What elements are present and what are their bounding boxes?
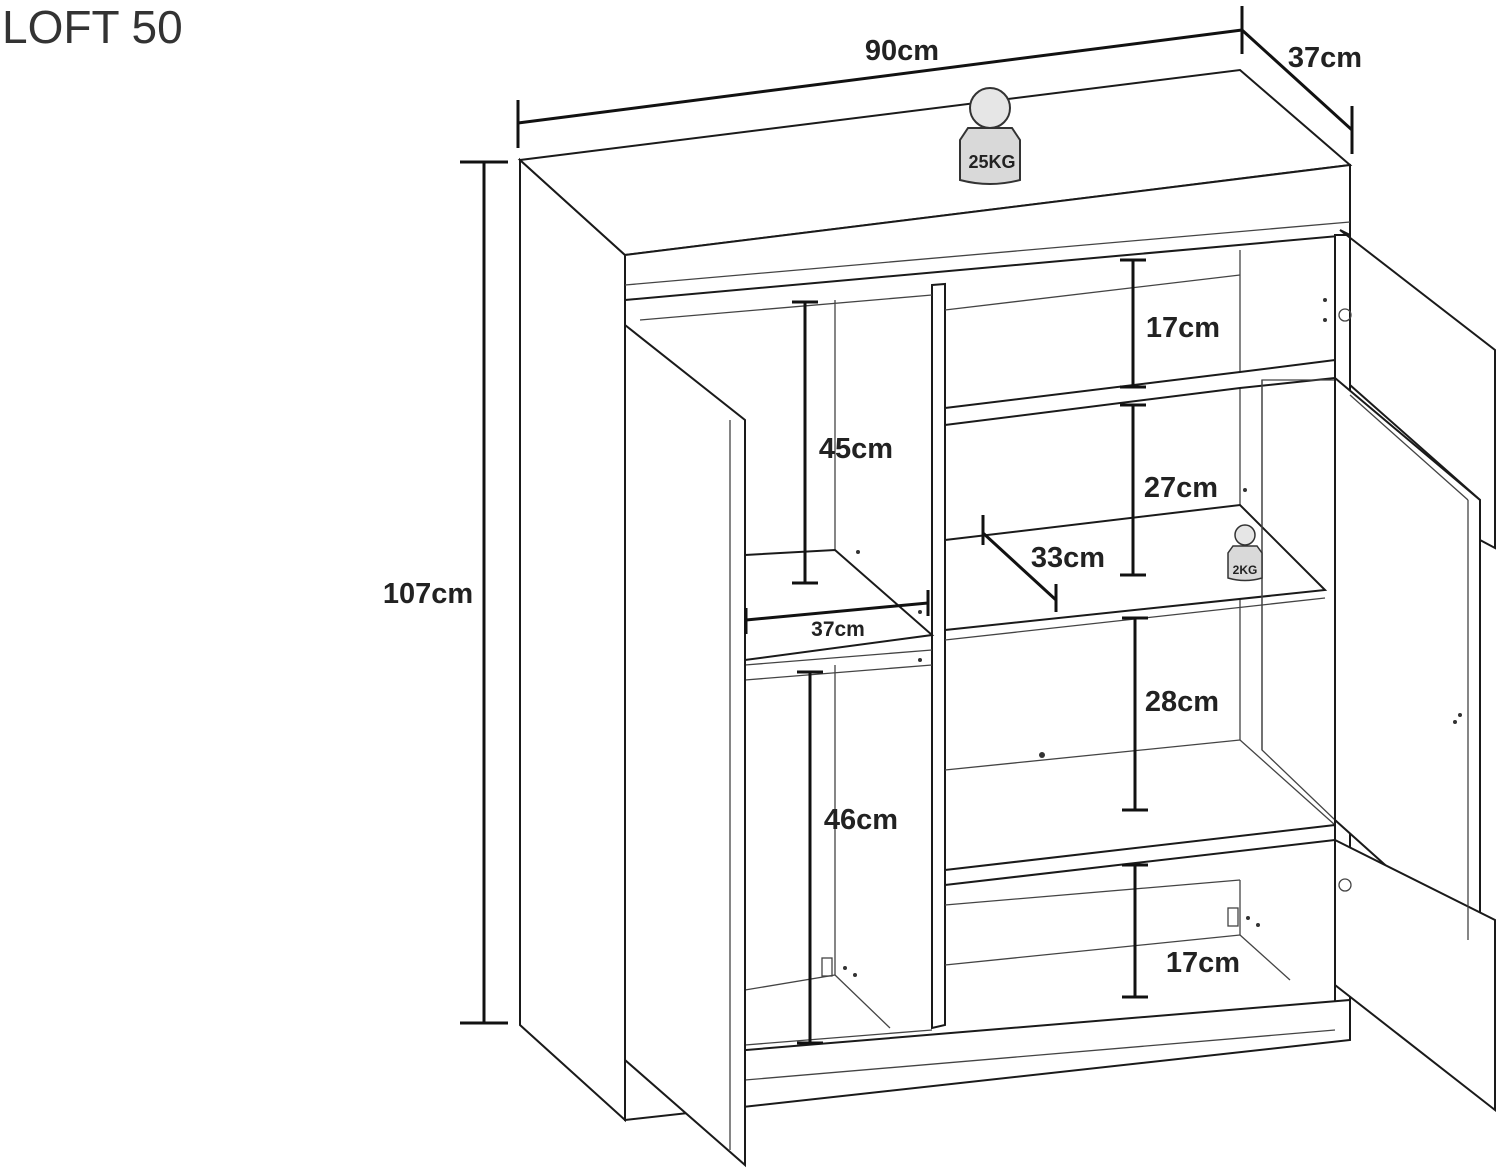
dimension-right-bottom bbox=[1122, 863, 1148, 999]
depth-label: 37cm bbox=[1288, 42, 1362, 74]
left-shelf-depth-label: 37cm bbox=[811, 618, 865, 641]
top-weight-label: 25KG bbox=[968, 152, 1015, 172]
right-bottom-label: 17cm bbox=[1166, 947, 1240, 979]
dimension-left-lower bbox=[797, 670, 823, 1045]
dimension-right-top bbox=[1120, 258, 1146, 389]
height-label: 107cm bbox=[383, 578, 473, 610]
dimension-left-upper bbox=[792, 300, 818, 585]
right-third-label: 28cm bbox=[1145, 686, 1219, 718]
dimension-right-third bbox=[1122, 616, 1148, 812]
right-second-label: 27cm bbox=[1144, 472, 1218, 504]
left-upper-label: 45cm bbox=[819, 433, 893, 465]
shelf-weight-label: 2KG bbox=[1233, 563, 1258, 577]
right-door bbox=[1323, 229, 1496, 1113]
dimension-height bbox=[460, 160, 508, 1025]
dimension-left-shelf-depth bbox=[744, 590, 930, 634]
weight-icon: 25KG bbox=[959, 87, 1021, 185]
right-top-label: 17cm bbox=[1146, 312, 1220, 344]
width-label: 90cm bbox=[865, 35, 939, 67]
left-door bbox=[624, 322, 746, 1168]
dimension-right-second bbox=[1120, 403, 1146, 577]
dimension-depth bbox=[1240, 28, 1354, 154]
left-lower-label: 46cm bbox=[824, 804, 898, 836]
weight-icon: 2KG bbox=[1227, 524, 1263, 582]
dimension-right-shelf-depth bbox=[981, 515, 1058, 612]
product-title: LOFT 50 bbox=[2, 1, 183, 53]
right-shelf-depth-label: 33cm bbox=[1031, 542, 1105, 574]
